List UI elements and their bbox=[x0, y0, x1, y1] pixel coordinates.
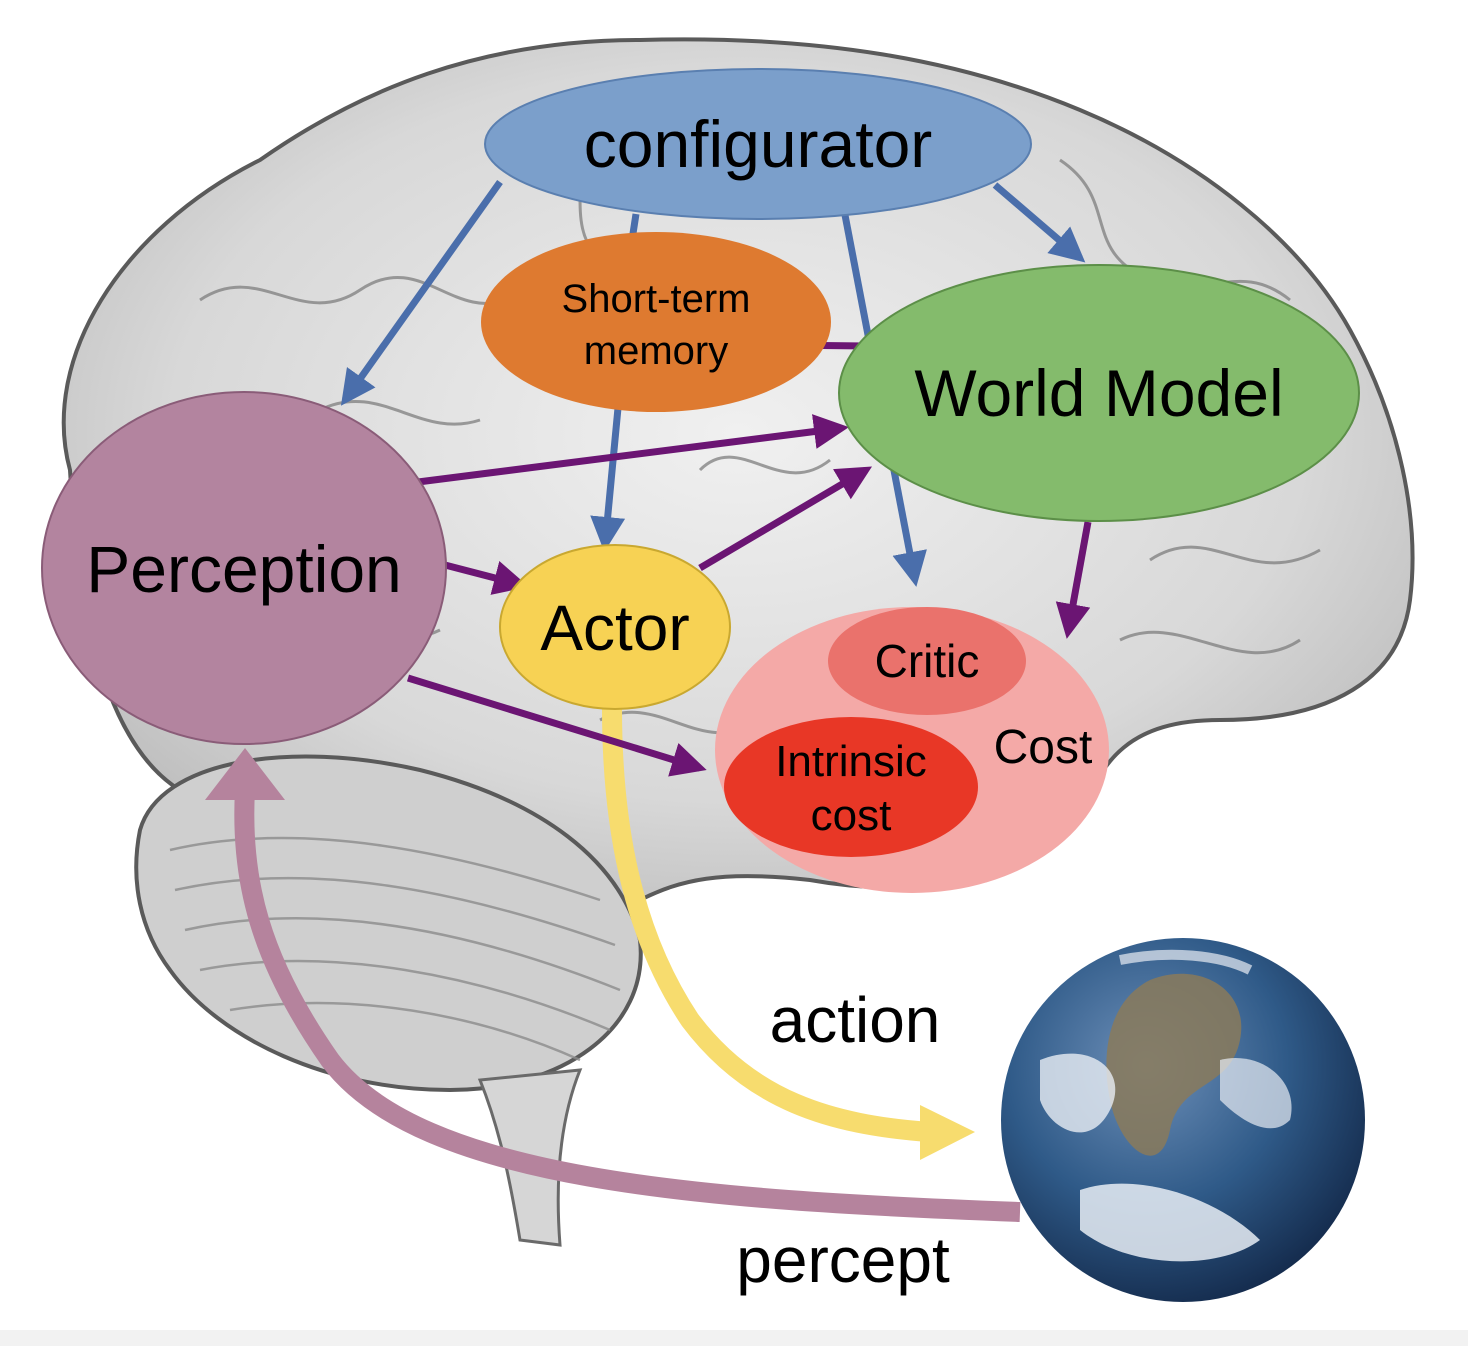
actor-label: Actor bbox=[540, 592, 689, 664]
perception-label: Perception bbox=[86, 532, 402, 606]
action-label: action bbox=[770, 984, 941, 1056]
cerebellum-folia bbox=[169, 836, 621, 1062]
configurator-label: configurator bbox=[584, 107, 933, 181]
bottom-strip bbox=[0, 1330, 1468, 1346]
intrinsic-cost-label-line2: cost bbox=[811, 791, 892, 840]
actor-ellipse bbox=[499, 544, 731, 710]
edge-perception-to-cost bbox=[406, 674, 707, 777]
edge-perception-to-actor bbox=[444, 561, 529, 595]
node-world-model: World Model bbox=[838, 264, 1360, 522]
earth-image bbox=[1001, 938, 1365, 1302]
node-configurator: configurator bbox=[484, 68, 1032, 220]
short-term-memory-label-line1: Short-term bbox=[562, 277, 751, 321]
cost-label: Cost bbox=[994, 721, 1093, 774]
short-term-memory-label-line2: memory bbox=[584, 329, 728, 373]
edge-configurator-to-perception bbox=[340, 179, 503, 406]
intrinsic-cost-ellipse bbox=[724, 717, 978, 857]
percept-arrowhead bbox=[205, 748, 285, 800]
edge-configurator-to-world-model bbox=[992, 182, 1086, 263]
node-short-term-memory: Short-term memory bbox=[481, 232, 831, 412]
edge-memory-to-actor bbox=[590, 407, 626, 552]
action-arrowhead bbox=[920, 1105, 975, 1160]
intrinsic-cost-label-line1: Intrinsic bbox=[775, 737, 927, 786]
node-perception: Perception bbox=[41, 391, 447, 745]
critic-ellipse bbox=[828, 607, 1026, 715]
world-model-label: World Model bbox=[914, 356, 1283, 430]
edge-actor-to-world-model bbox=[698, 466, 873, 572]
node-intrinsic-cost: Intrinsic cost bbox=[724, 717, 978, 857]
perception-ellipse bbox=[41, 391, 447, 745]
critic-label: Critic bbox=[875, 635, 980, 687]
edge-world-model-to-cost bbox=[1055, 521, 1092, 639]
short-term-memory-ellipse bbox=[481, 232, 831, 412]
edge-perception-to-world-model bbox=[417, 414, 849, 486]
percept-label: percept bbox=[736, 1224, 950, 1296]
percept-flow-arrow bbox=[234, 789, 1021, 1222]
configurator-ellipse bbox=[484, 68, 1032, 220]
action-flow-arrow bbox=[602, 707, 931, 1142]
world-model-ellipse bbox=[838, 264, 1360, 522]
node-actor: Actor bbox=[499, 544, 731, 710]
node-critic: Critic bbox=[828, 607, 1026, 715]
